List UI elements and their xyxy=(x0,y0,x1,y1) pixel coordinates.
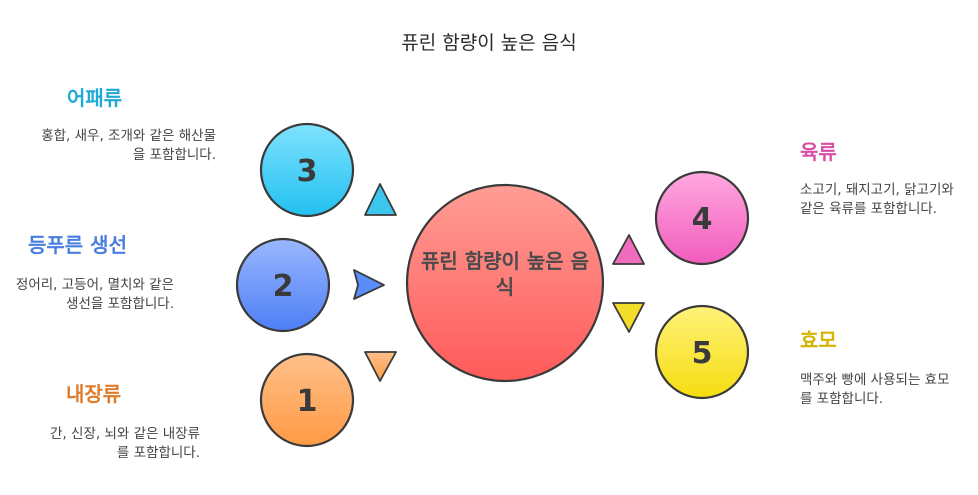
arrow-3 xyxy=(364,183,397,216)
node-5: 5 xyxy=(654,304,750,400)
heading-4: 육류 xyxy=(800,140,837,164)
description-3: 홍합, 새우, 조개와 같은 해산물을 포함합니다. xyxy=(41,128,216,163)
node-3: 3 xyxy=(259,122,355,218)
node-5-number: 5 xyxy=(692,336,713,371)
node-2-number: 2 xyxy=(273,269,294,304)
arrow-1 xyxy=(364,351,397,382)
arrow-5 xyxy=(612,302,645,333)
heading-1: 내장류 xyxy=(66,382,122,406)
arrow-2 xyxy=(353,269,385,300)
heading-2: 등푸른 생선 xyxy=(28,233,127,257)
heading-3: 어패류 xyxy=(67,86,123,110)
description-5: 맥주와 빵에 사용되는 효모를 포함합니다. xyxy=(800,372,950,407)
description-1: 간, 신장, 뇌와 같은 내장류를 포함합니다. xyxy=(50,426,200,461)
center-circle xyxy=(405,183,605,383)
center-label: 퓨린 함량이 높은 음식 xyxy=(420,249,590,299)
node-1: 1 xyxy=(259,352,355,448)
description-4: 소고기, 돼지고기, 닭고기와 같은 육류를 포함합니다. xyxy=(800,182,954,217)
arrow-4 xyxy=(612,234,645,265)
node-1-number: 1 xyxy=(297,384,318,419)
node-2: 2 xyxy=(235,237,331,333)
node-4-number: 4 xyxy=(692,202,713,237)
diagram-title: 퓨린 함량이 높은 음식 xyxy=(401,32,577,54)
description-2: 정어리, 고등어, 멸치와 같은 생선을 포함합니다. xyxy=(15,277,174,312)
heading-5: 효모 xyxy=(800,328,837,352)
node-3-number: 3 xyxy=(297,154,318,189)
node-4: 4 xyxy=(654,170,750,266)
